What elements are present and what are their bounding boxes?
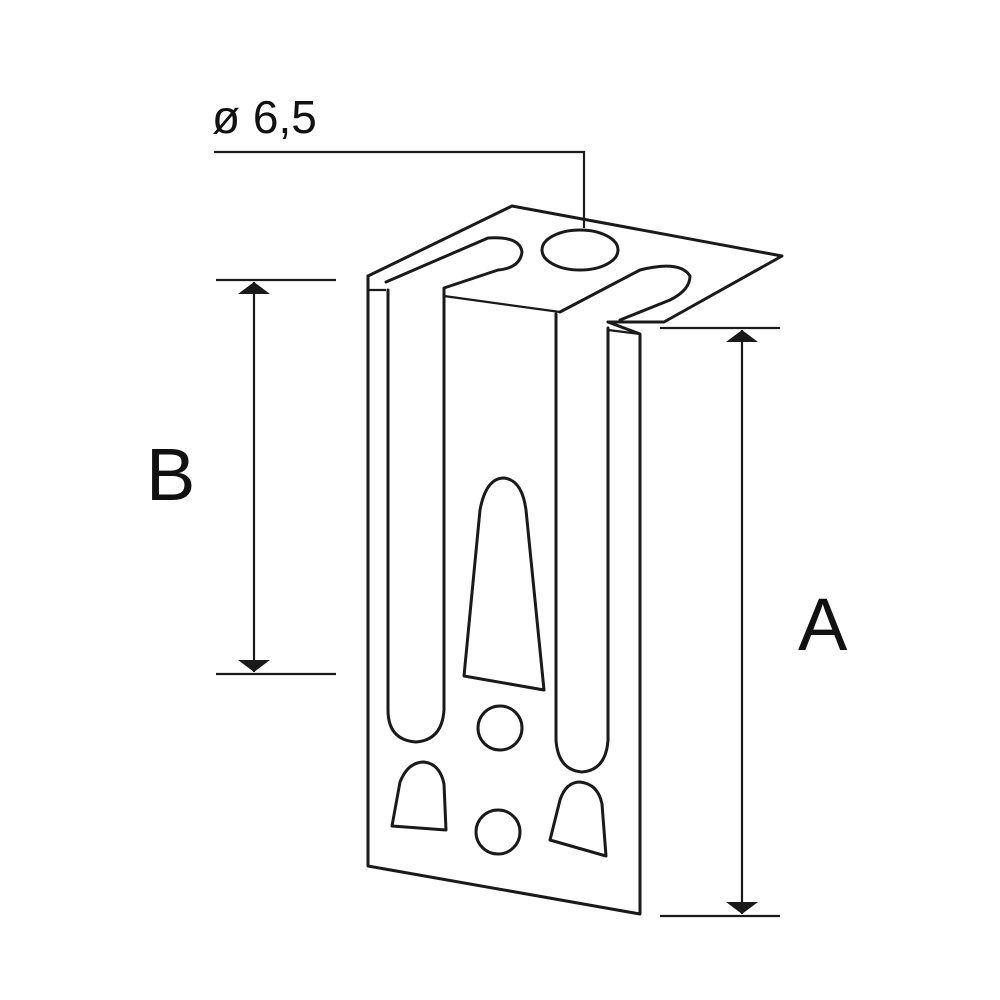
lower-small-hole: [474, 808, 522, 856]
lower-right-slot: [548, 780, 608, 858]
top-flange: [366, 204, 784, 324]
diameter-leader-line: [214, 150, 586, 228]
top-slot-left: [384, 236, 524, 298]
dimension-a-label: A: [798, 583, 848, 666]
lower-left-slot: [390, 760, 448, 832]
front-face: [366, 274, 642, 916]
left-u-slot: [386, 288, 446, 744]
fold-edge-right: [607, 328, 641, 336]
fold-edge-middle: [443, 294, 561, 314]
mounting-hole: [540, 228, 620, 272]
center-tapered-slot: [462, 476, 546, 692]
top-slot-right: [558, 264, 692, 322]
dimension-b: B: [146, 278, 336, 676]
dimension-a: A: [660, 326, 848, 918]
diameter-callout: ø 6,5: [212, 91, 586, 228]
upper-small-hole: [476, 704, 524, 752]
dimension-b-label: B: [146, 433, 195, 516]
bracket-part: [366, 204, 784, 916]
diameter-label: ø 6,5: [212, 91, 317, 143]
right-u-slot: [554, 312, 610, 774]
